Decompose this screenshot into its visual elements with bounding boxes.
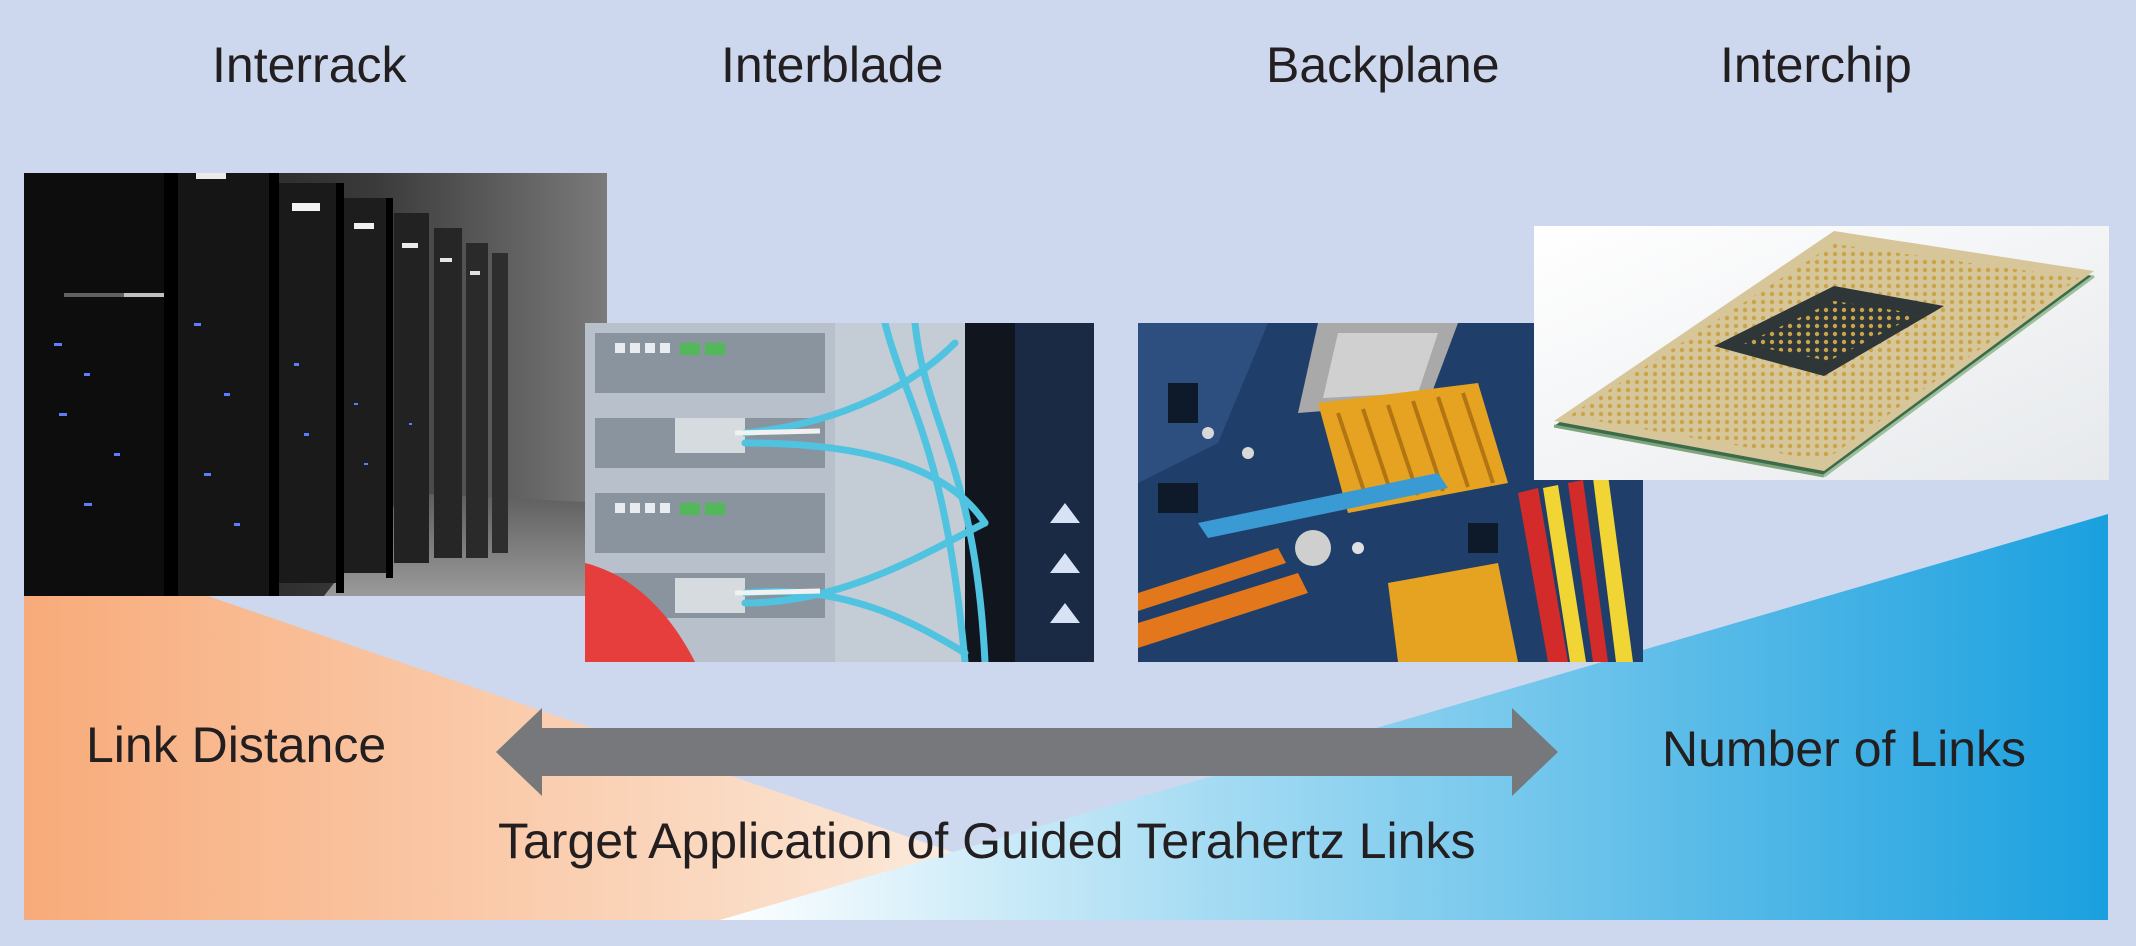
interrack-photo	[24, 173, 607, 596]
diagram-caption: Target Application of Guided Terahertz L…	[498, 813, 1476, 869]
category-interchip: Interchip	[1720, 37, 1912, 93]
category-interrack: Interrack	[212, 37, 407, 93]
interblade-photo	[585, 323, 1094, 662]
double-headed-arrow-icon	[496, 708, 1558, 796]
category-backplane: Backplane	[1266, 37, 1500, 93]
backplane-photo	[1138, 323, 1643, 662]
category-interblade: Interblade	[721, 37, 944, 93]
interchip-photo	[1534, 226, 2109, 480]
link-distance-label: Link Distance	[86, 717, 387, 773]
number-of-links-label: Number of Links	[1662, 721, 2027, 777]
number-of-links-wedge	[720, 514, 2108, 920]
